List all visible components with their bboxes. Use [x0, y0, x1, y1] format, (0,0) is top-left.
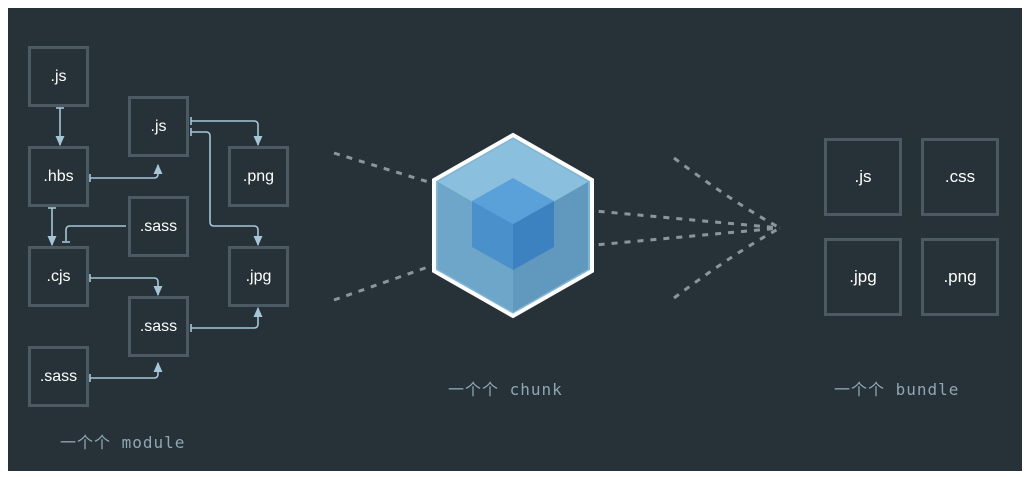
diagram-canvas: .js .js .hbs .png .sass .cjs .jpg .sass …	[8, 8, 1022, 471]
module-label: .js	[50, 67, 67, 85]
module-cjs: .cjs	[28, 246, 89, 307]
bundle-label: .css	[944, 167, 976, 186]
arrow-js-to-png	[191, 120, 263, 147]
module-sass-2: .sass	[128, 296, 189, 357]
module-png: .png	[228, 146, 289, 207]
arrow-sass-to-sass	[90, 361, 163, 379]
bundle-png: .png	[921, 238, 999, 316]
bundle-js: .js	[824, 138, 902, 216]
flow-lines	[333, 151, 781, 302]
module-js-2: .js	[128, 96, 189, 157]
bundle-label: .jpg	[849, 267, 877, 286]
module-jpg: .jpg	[228, 246, 289, 307]
module-label: .hbs	[43, 167, 74, 185]
arrow-sass-to-jpg	[191, 306, 263, 329]
module-label: .sass	[139, 317, 178, 335]
module-label: .png	[242, 167, 275, 185]
caption-module: 一个个 module	[60, 433, 186, 452]
diagram-graphics	[47, 107, 781, 382]
caption-bundle: 一个个 bundle	[834, 380, 960, 399]
module-hbs: .hbs	[28, 146, 89, 207]
webpack-cube-icon	[432, 132, 594, 319]
module-label: .sass	[39, 367, 78, 385]
bundle-jpg: .jpg	[824, 238, 902, 316]
module-sass-1: .sass	[128, 196, 189, 257]
module-js-1: .js	[28, 46, 89, 107]
arrow-js-to-jpg	[191, 131, 263, 247]
bundle-label: .png	[943, 267, 977, 286]
arrow-sass-to-cjs	[65, 225, 126, 241]
arrow-hbs-to-js	[90, 163, 163, 179]
module-label: .cjs	[46, 267, 71, 285]
module-arrows	[47, 107, 263, 382]
module-label: .sass	[139, 217, 178, 235]
caption-chunk: 一个个 chunk	[448, 380, 563, 399]
module-label: .jpg	[245, 267, 272, 285]
module-sass-3: .sass	[28, 346, 89, 407]
bundle-css: .css	[921, 138, 999, 216]
bundle-label: .js	[854, 167, 872, 186]
module-label: .js	[150, 117, 167, 135]
arrow-cjs-to-sass	[90, 277, 163, 297]
